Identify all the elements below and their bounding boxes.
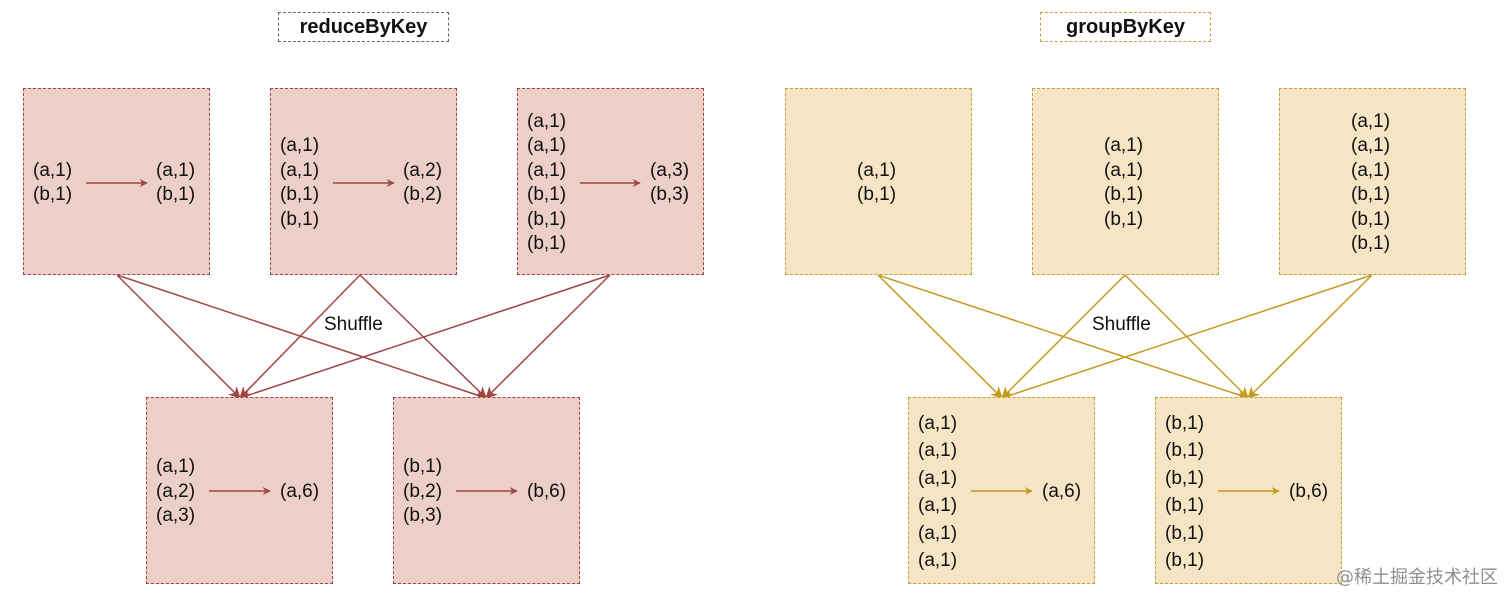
left-shuffle-label: Shuffle [324, 314, 383, 335]
reduce-result-b-inputs: (b,1) (b,2) (b,3) [403, 397, 442, 587]
pair: (a,1) [1351, 110, 1391, 132]
pair: (b,2) [403, 480, 443, 502]
group-map-partition-2 [1032, 88, 1219, 275]
right-shuffle-arrows [877, 274, 1373, 401]
pair: (b,1) [1165, 495, 1205, 516]
pair: (b,1) [1351, 184, 1391, 205]
pair: (b,1) [33, 184, 73, 205]
group-result-b-inputs: (b,1) (b,1) (b,1) (b,1) (b,1) (b,1) [1165, 397, 1204, 587]
pair: (b,1) [1351, 208, 1391, 230]
pair: (a,1) [857, 159, 897, 181]
reduce-map-partition-3 [517, 88, 704, 275]
reduce-result-a-inputs: (a,1) (a,2) (a,3) [156, 397, 195, 587]
pair: (b,6) [527, 480, 567, 502]
reduce-map-partition-2 [270, 88, 457, 275]
right-shuffle-arrow-2-to-1 [1001, 274, 1126, 399]
pair: (a,1) [918, 467, 958, 489]
pair: (b,1) [527, 208, 567, 230]
reduce-map-1-inputs: (a,1) (b,1) [33, 88, 72, 278]
pair: (a,1) [527, 135, 567, 156]
reduce-map-2-outputs: (a,2) (b,2) [403, 88, 442, 278]
left-shuffle-arrow-1-to-1 [116, 274, 241, 399]
pair: (a,1) [527, 110, 567, 132]
pair: (b,1) [1165, 522, 1205, 544]
pair: (a,1) [33, 159, 73, 181]
pair: (b,1) [280, 208, 320, 230]
pair: (a,1) [156, 456, 196, 478]
pair: (a,2) [403, 159, 443, 181]
pair: (a,3) [156, 505, 196, 527]
pair: (b,1) [156, 184, 196, 205]
right-shuffle-arrow-3-to-2 [1247, 274, 1373, 399]
pair: (a,2) [156, 480, 196, 502]
reduce-map-1-outputs: (a,1) (b,1) [156, 88, 195, 278]
pair: (b,1) [1165, 412, 1205, 434]
pair: (a,3) [650, 159, 690, 181]
watermark: @稀土掘金技术社区 [1336, 567, 1498, 588]
pair: (b,1) [857, 184, 897, 205]
reduce-result-b-output: (b,6) [527, 397, 566, 587]
left-shuffle-arrow-2-to-1 [239, 274, 361, 399]
pair: (a,1) [918, 440, 958, 461]
reduce-map-3-outputs: (a,3) (b,3) [650, 88, 689, 278]
pair: (a,1) [527, 159, 567, 181]
pair: (a,1) [1104, 135, 1144, 156]
pair: (b,1) [280, 184, 320, 205]
pair: (b,3) [650, 184, 690, 205]
pair: (b,1) [403, 456, 443, 478]
reduce-by-key-title: reduceByKey [278, 12, 449, 42]
reduce-map-3-inputs: (a,1) (a,1) (a,1) (b,1) (b,1) (b,1) [527, 88, 566, 278]
pair: (b,1) [1165, 467, 1205, 489]
group-result-b-output: (b,6) [1289, 397, 1328, 587]
pair: (a,1) [1104, 159, 1144, 181]
pair: (a,1) [918, 522, 958, 544]
pair: (a,1) [1351, 135, 1391, 156]
group-map-1-inputs: (a,1) (b,1) [857, 88, 896, 278]
group-result-a-inputs: (a,1) (a,1) (a,1) (a,1) (a,1) (a,1) [918, 397, 957, 587]
pair: (a,1) [918, 495, 958, 516]
pair: (a,1) [1351, 159, 1391, 181]
reduce-result-a-output: (a,6) [280, 397, 319, 587]
reduce-map-2-inputs: (a,1) (a,1) (b,1) (b,1) [280, 88, 319, 278]
group-by-key-title: groupByKey [1040, 12, 1211, 42]
pair: (a,1) [156, 159, 196, 181]
right-shuffle-arrow-3-to-1 [1000, 274, 1373, 401]
left-shuffle-arrow-3-to-2 [485, 274, 611, 399]
left-shuffle-arrow-1-to-2 [116, 274, 488, 401]
right-shuffle-arrow-1-to-1 [877, 274, 1003, 399]
left-shuffle-arrows [116, 274, 611, 401]
pair: (b,1) [1165, 440, 1205, 461]
pair: (a,1) [280, 135, 320, 156]
pair: (b,1) [1104, 184, 1144, 205]
pair: (b,6) [1289, 480, 1329, 502]
group-result-a-output: (a,6) [1042, 397, 1081, 587]
pair: (a,6) [1042, 480, 1082, 502]
group-map-3-inputs: (a,1) (a,1) (a,1) (b,1) (b,1) (b,1) [1351, 88, 1390, 278]
left-shuffle-arrow-3-to-1 [238, 274, 611, 401]
group-map-partition-1 [785, 88, 972, 275]
pair: (a,1) [280, 159, 320, 181]
pair: (a,6) [280, 480, 320, 502]
pair: (b,1) [1104, 208, 1144, 230]
group-map-2-inputs: (a,1) (a,1) (b,1) (b,1) [1104, 88, 1143, 278]
pair: (b,1) [527, 184, 567, 205]
pair: (b,1) [527, 233, 567, 254]
right-shuffle-label: Shuffle [1092, 314, 1151, 335]
pair: (b,1) [1165, 550, 1205, 571]
reduce-map-partition-1 [23, 88, 210, 275]
pair: (b,3) [403, 505, 443, 527]
pair: (a,1) [918, 550, 958, 571]
pair: (a,1) [918, 412, 958, 434]
pair: (b,2) [403, 184, 443, 205]
pair: (b,1) [1351, 233, 1391, 254]
group-map-partition-3 [1279, 88, 1466, 275]
